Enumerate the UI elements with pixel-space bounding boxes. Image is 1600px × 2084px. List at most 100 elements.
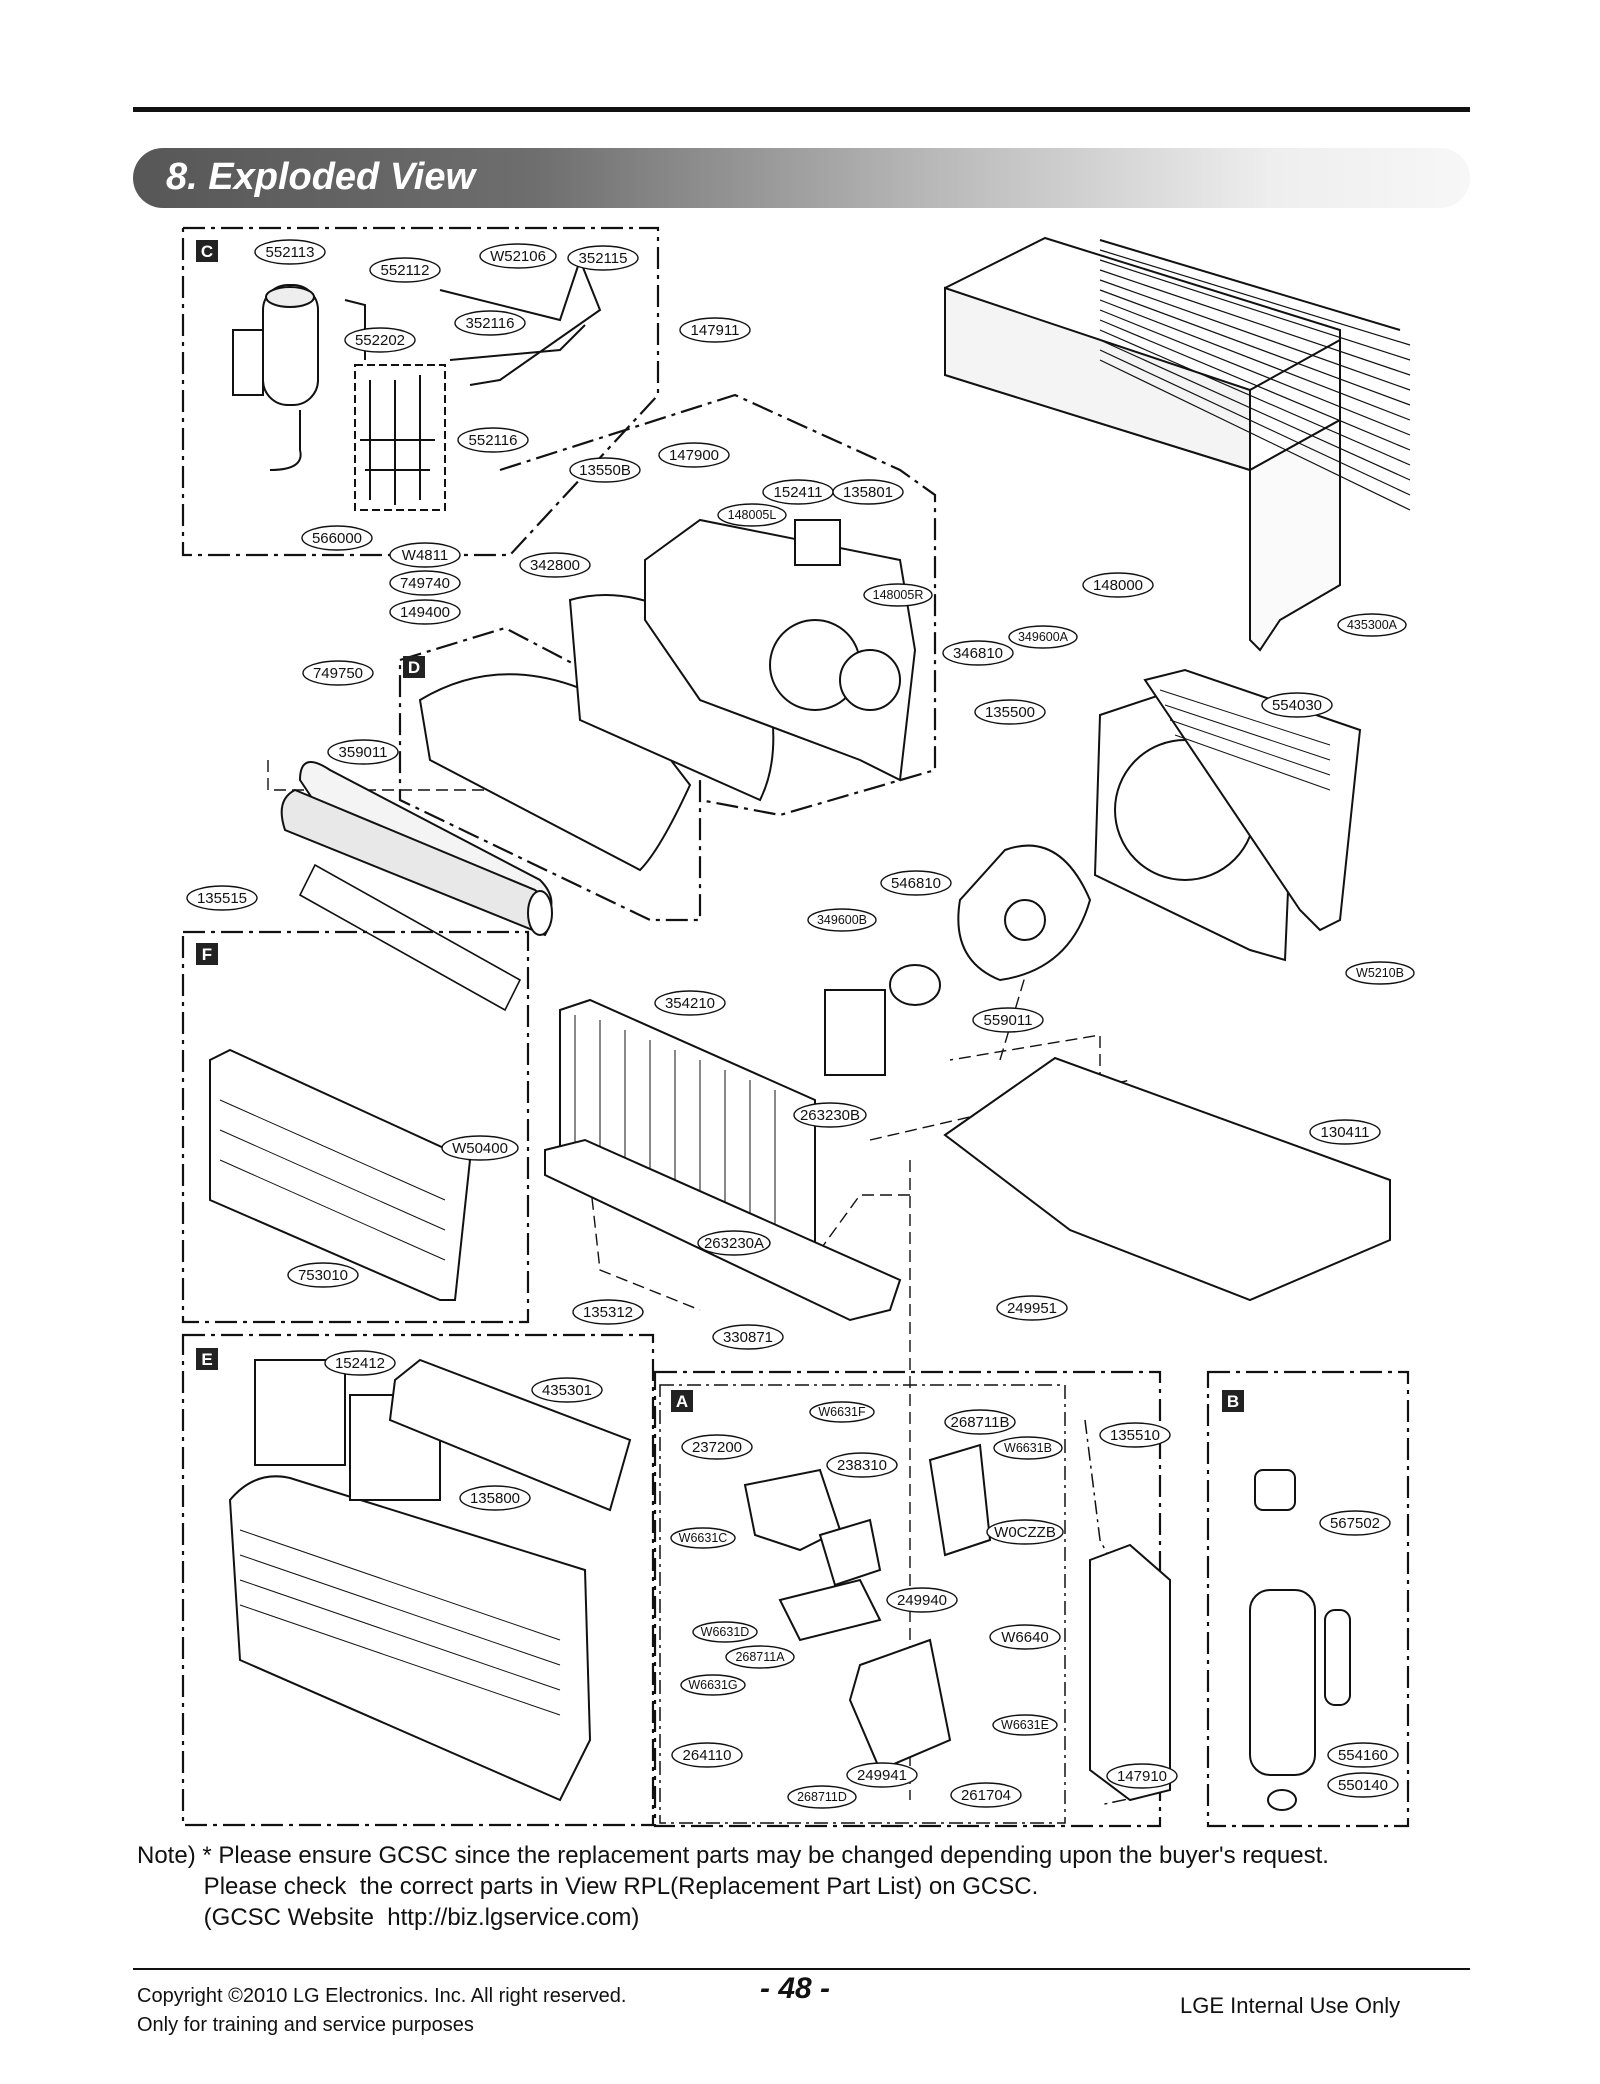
- callout-130411: 130411: [1309, 1119, 1381, 1145]
- svg-text:263230A: 263230A: [704, 1235, 764, 1252]
- svg-text:135800: 135800: [470, 1490, 520, 1507]
- callout-249951: 249951: [996, 1295, 1068, 1321]
- section-title: 8. Exploded View: [166, 156, 476, 198]
- svg-text:435301: 435301: [542, 1382, 592, 1399]
- callout-330871: 330871: [712, 1324, 784, 1350]
- callout-567502: 567502: [1319, 1510, 1391, 1536]
- callout-237200: 237200: [681, 1434, 753, 1460]
- callout-359011: 359011: [327, 739, 399, 765]
- svg-text:268711D: 268711D: [797, 1790, 847, 1804]
- svg-text:268711A: 268711A: [735, 1650, 785, 1664]
- callout-566000: 566000: [301, 525, 373, 551]
- callout-261704: 261704: [950, 1782, 1022, 1808]
- svg-text:135801: 135801: [843, 484, 893, 501]
- svg-text:552202: 552202: [355, 332, 405, 349]
- svg-text:554160: 554160: [1338, 1747, 1388, 1764]
- svg-text:352115: 352115: [579, 250, 628, 267]
- callout-554030: 554030: [1261, 692, 1333, 718]
- callout-352115: 352115: [567, 245, 639, 271]
- svg-text:264110: 264110: [683, 1747, 732, 1764]
- svg-text:330871: 330871: [723, 1329, 773, 1346]
- callout-749750: 749750: [302, 660, 374, 686]
- box-letter-a: A: [671, 1390, 693, 1412]
- svg-text:148005R: 148005R: [873, 588, 924, 602]
- svg-text:261704: 261704: [961, 1787, 1011, 1804]
- svg-text:A: A: [676, 1392, 688, 1411]
- callout-147911: 147911: [679, 317, 751, 343]
- svg-text:567502: 567502: [1330, 1515, 1380, 1532]
- svg-text:147900: 147900: [669, 447, 719, 464]
- fan-motor: [824, 964, 941, 1076]
- svg-text:263230B: 263230B: [800, 1107, 860, 1124]
- svg-text:W4811: W4811: [402, 547, 448, 564]
- box-e-outline: [181, 1333, 655, 1827]
- svg-text:359011: 359011: [339, 744, 388, 761]
- box-letter-d: D: [403, 656, 425, 678]
- section-title-bar: 8. Exploded View: [133, 148, 1470, 208]
- note-line-2: Please check the correct parts in View R…: [137, 1873, 1039, 1900]
- callout-135515: 135515: [186, 885, 258, 911]
- fan-blade: [957, 844, 1092, 982]
- callout-349600B: 349600B: [807, 908, 877, 932]
- box-letter-c: C: [196, 240, 218, 262]
- svg-text:147910: 147910: [1117, 1768, 1167, 1785]
- svg-text:354210: 354210: [665, 995, 715, 1012]
- svg-text:268711B: 268711B: [951, 1414, 1010, 1431]
- svg-text:753010: 753010: [298, 1267, 348, 1284]
- internal-use-label: LGE Internal Use Only: [1180, 1993, 1401, 2018]
- svg-text:W6631C: W6631C: [679, 1531, 728, 1545]
- svg-text:550140: 550140: [1338, 1777, 1388, 1794]
- callout-346810: 346810: [942, 640, 1014, 666]
- callout-268711B: 268711B: [944, 1409, 1016, 1435]
- callout-552116: 552116: [457, 427, 529, 453]
- svg-text:B: B: [1227, 1392, 1239, 1411]
- callout-135800: 135800: [459, 1485, 531, 1511]
- callout-W4811: W4811: [389, 542, 461, 568]
- callout-W6640: W6640: [989, 1624, 1061, 1650]
- svg-text:W0CZZB: W0CZZB: [994, 1524, 1056, 1541]
- svg-text:W52106: W52106: [490, 248, 546, 265]
- svg-text:554030: 554030: [1272, 697, 1322, 714]
- svg-text:249951: 249951: [1007, 1300, 1057, 1317]
- control-box: [743, 1443, 992, 1772]
- svg-text:152412: 152412: [335, 1355, 385, 1372]
- svg-text:342800: 342800: [530, 557, 580, 574]
- electrical-plate: [1089, 1543, 1171, 1802]
- callout-152411: 152411: [762, 479, 834, 505]
- svg-text:352116: 352116: [466, 315, 515, 332]
- svg-text:W5210B: W5210B: [1356, 966, 1404, 980]
- svg-text:E: E: [201, 1350, 212, 1369]
- callout-435301: 435301: [531, 1377, 603, 1403]
- callout-263230B: 263230B: [793, 1102, 867, 1128]
- svg-text:346810: 346810: [953, 645, 1003, 662]
- svg-text:749740: 749740: [400, 575, 450, 592]
- callout-249941: 249941: [846, 1762, 918, 1788]
- intake-grille: [388, 1358, 632, 1512]
- part-labels: 552113 552112 W52106 352115 352116 55220…: [186, 239, 1415, 1809]
- svg-text:135515: 135515: [197, 890, 247, 907]
- callout-249940: 249940: [886, 1587, 958, 1613]
- box-letter-b: B: [1222, 1390, 1244, 1412]
- svg-text:349600B: 349600B: [817, 913, 867, 927]
- page-number: - 48 -: [760, 1972, 831, 2005]
- callout-W6631G: W6631G: [680, 1674, 746, 1696]
- svg-text:546810: 546810: [891, 875, 941, 892]
- base-pan: [943, 1056, 1391, 1302]
- callout-152412: 152412: [324, 1350, 396, 1376]
- svg-text:435300A: 435300A: [1347, 618, 1398, 632]
- svg-text:552113: 552113: [266, 244, 315, 261]
- svg-text:135312: 135312: [583, 1304, 633, 1321]
- svg-text:130411: 130411: [1321, 1124, 1370, 1141]
- svg-text:F: F: [202, 945, 212, 964]
- svg-text:147911: 147911: [691, 322, 740, 339]
- callout-135312: 135312: [572, 1299, 644, 1325]
- callout-W6631F: W6631F: [809, 1401, 875, 1423]
- callout-552202: 552202: [344, 327, 416, 353]
- callout-264110: 264110: [671, 1742, 743, 1768]
- svg-text:249940: 249940: [897, 1592, 947, 1609]
- svg-text:148005L: 148005L: [728, 508, 777, 522]
- svg-text:149400: 149400: [400, 604, 450, 621]
- callout-135801: 135801: [832, 479, 904, 505]
- note-line-1: Note) * Please ensure GCSC since the rep…: [137, 1842, 1329, 1869]
